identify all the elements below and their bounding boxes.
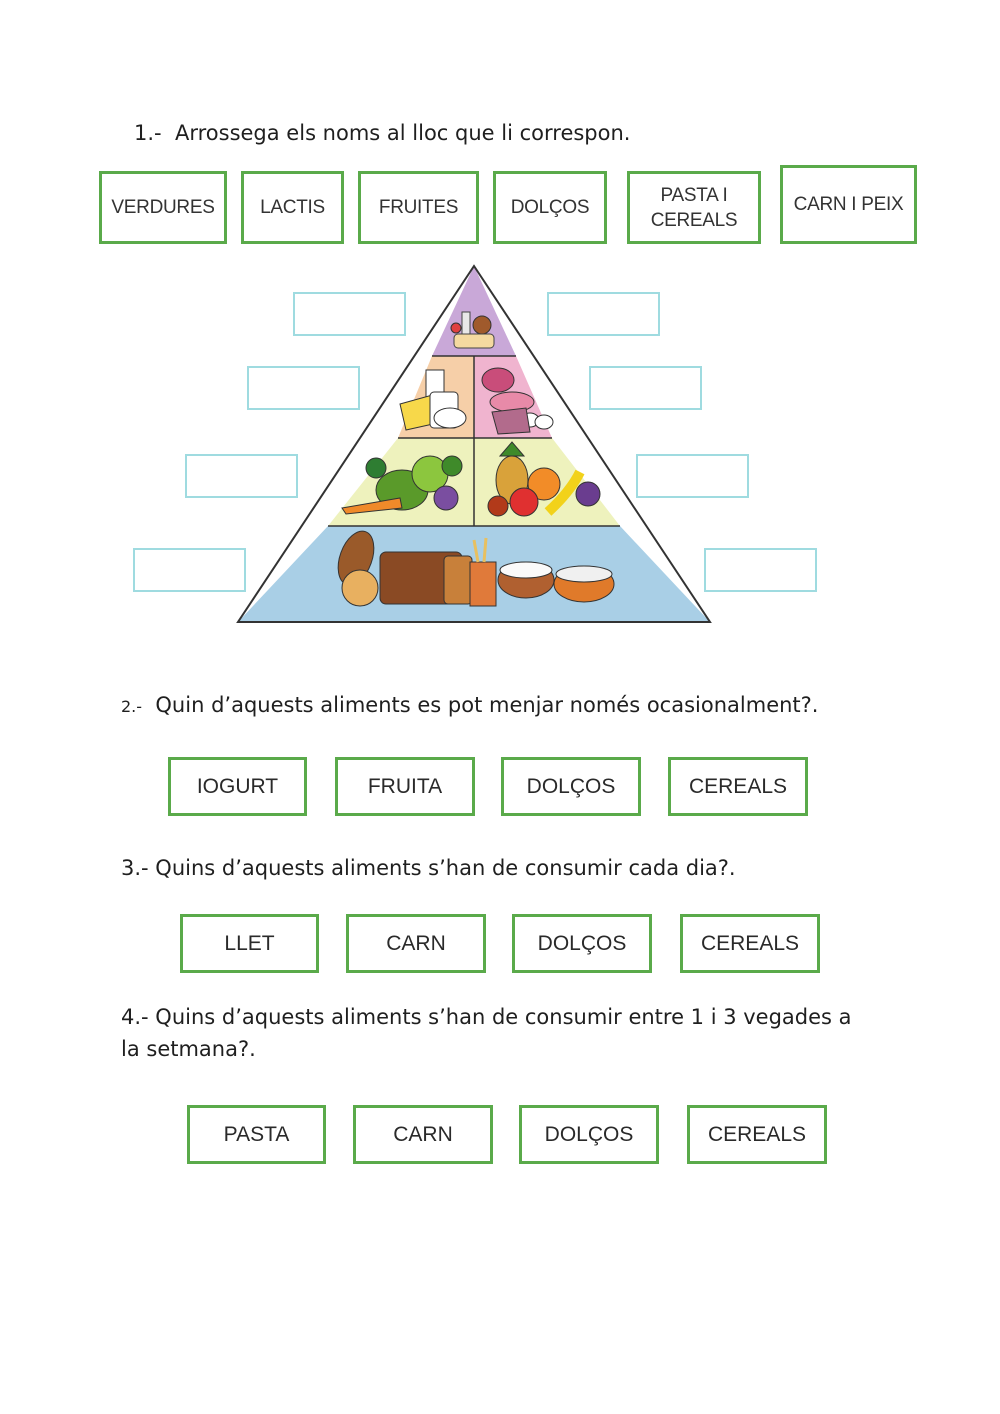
drag-label-pasta-cereals-line1: PASTA I: [660, 184, 728, 206]
question-2-number: 2.-: [121, 697, 143, 716]
drop-zone-top-right[interactable]: [547, 292, 660, 336]
sweets-icon: [450, 311, 495, 349]
vegetables-icon: [341, 455, 463, 515]
cereals-bread-icon: [337, 530, 615, 607]
question-4: 4.- Quins d’aquests aliments s’han de co…: [121, 1001, 852, 1065]
drop-zone-base-right[interactable]: [704, 548, 817, 592]
q2-option-fruita[interactable]: FRUITA: [335, 757, 475, 816]
question-3: 3.- Quins d’aquests aliments s’han de co…: [121, 856, 736, 880]
drag-label-lactis[interactable]: LACTIS: [241, 171, 344, 244]
q4-option-carn[interactable]: CARN: [353, 1105, 493, 1164]
q4-option-pasta[interactable]: PASTA: [187, 1105, 326, 1164]
question-4-line1: 4.- Quins d’aquests aliments s’han de co…: [121, 1005, 852, 1029]
drag-label-pasta-cereals[interactable]: PASTA I CEREALS: [627, 171, 761, 244]
q3-option-dolcos[interactable]: DOLÇOS: [512, 914, 652, 973]
question-2: 2.- Quin d’aquests aliments es pot menja…: [121, 689, 818, 723]
fruits-icon: [487, 441, 601, 517]
drag-label-pasta-cereals-line2: CEREALS: [650, 209, 738, 231]
meat-fish-icon: [481, 367, 554, 435]
question-4-line2: la setmana?.: [121, 1037, 256, 1061]
drop-zone-second-right[interactable]: [589, 366, 702, 410]
q4-option-cereals[interactable]: CEREALS: [687, 1105, 827, 1164]
q2-option-dolcos[interactable]: DOLÇOS: [501, 757, 641, 816]
drag-label-carn-peix[interactable]: CARN I PEIX: [780, 165, 917, 244]
q4-option-dolcos[interactable]: DOLÇOS: [519, 1105, 659, 1164]
question-1-number: 1.-: [134, 121, 162, 145]
drop-zone-third-right[interactable]: [636, 454, 749, 498]
q3-option-carn[interactable]: CARN: [346, 914, 486, 973]
pyramid-tier-top: [432, 266, 516, 356]
drop-zone-second-left[interactable]: [247, 366, 360, 410]
q2-option-iogurt[interactable]: IOGURT: [168, 757, 307, 816]
question-2-text: Quin d’aquests aliments es pot menjar no…: [155, 693, 819, 717]
dairy-icon: [399, 369, 467, 431]
drop-zone-third-left[interactable]: [185, 454, 298, 498]
drag-label-fruites[interactable]: FRUITES: [358, 171, 479, 244]
q2-option-cereals[interactable]: CEREALS: [668, 757, 808, 816]
drop-zone-base-left[interactable]: [133, 548, 246, 592]
food-pyramid-image: [236, 264, 712, 623]
q3-option-cereals[interactable]: CEREALS: [680, 914, 820, 973]
question-1: 1.- Arrossega els noms al lloc que li co…: [134, 117, 630, 149]
q3-option-llet[interactable]: LLET: [180, 914, 319, 973]
drag-label-verdures[interactable]: VERDURES: [99, 171, 227, 244]
drop-zone-top-left[interactable]: [293, 292, 406, 336]
question-1-text: Arrossega els noms al lloc que li corres…: [174, 121, 631, 145]
drag-label-dolcos[interactable]: DOLÇOS: [493, 171, 607, 244]
